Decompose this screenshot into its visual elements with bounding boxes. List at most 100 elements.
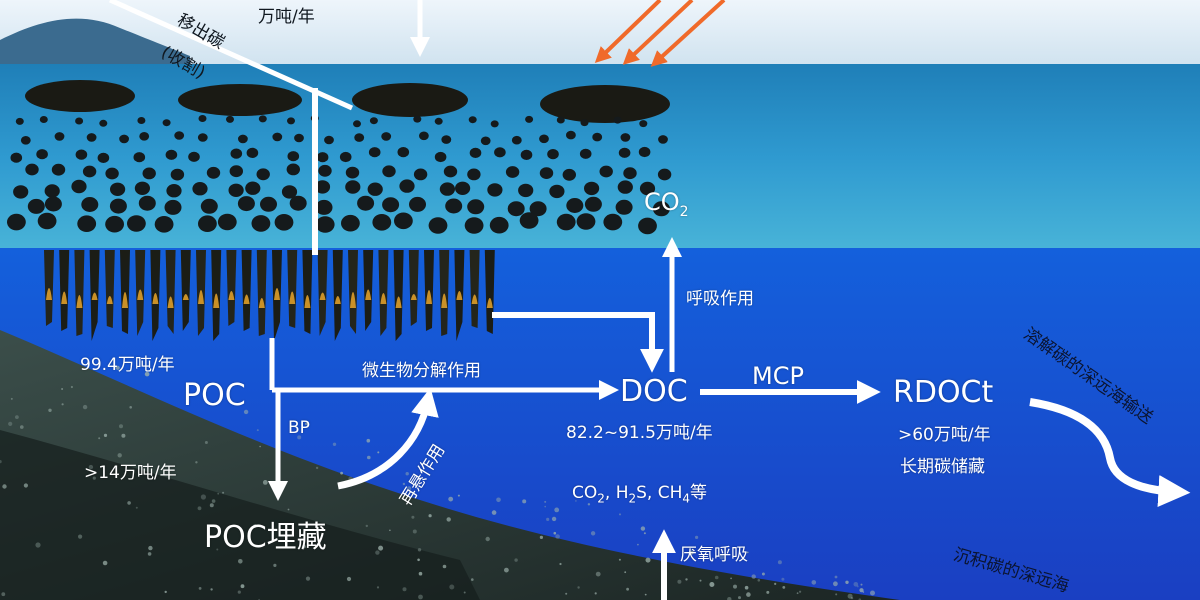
kelp-highlight: [152, 293, 159, 304]
buoy: [441, 135, 452, 144]
burial-rate-label: >14万吨/年: [84, 463, 177, 483]
sediment-speck: [129, 406, 132, 409]
buoy: [613, 116, 622, 124]
sediment-speck: [442, 564, 447, 569]
buoy: [576, 213, 596, 230]
buoy: [381, 132, 392, 141]
sediment-speck: [862, 591, 865, 593]
buoy: [467, 168, 481, 181]
sediment-speck: [340, 471, 343, 475]
buoy-field: [7, 114, 672, 235]
sediment-speck: [297, 435, 302, 440]
sediment-speck: [811, 580, 817, 585]
kelp-strand: [408, 250, 419, 326]
sediment-speck: [689, 550, 694, 555]
kelp-highlight: [486, 298, 493, 308]
kelp-highlight: [198, 290, 204, 304]
buoy: [620, 133, 631, 142]
buoy: [529, 201, 547, 217]
sediment-speck: [645, 557, 651, 563]
buoy: [525, 115, 534, 123]
buoy: [281, 185, 298, 199]
sediment-speck: [860, 583, 863, 586]
sediment-speck: [222, 491, 225, 494]
anaerobic-label: 厌氧呼吸: [680, 545, 748, 565]
sediment-speck: [197, 506, 202, 511]
buoy: [37, 212, 57, 230]
kelp-highlight: [274, 288, 280, 300]
buoy: [105, 167, 119, 180]
buoy: [71, 179, 87, 194]
kelp-strand: [59, 250, 70, 331]
kelp-strand: [226, 250, 237, 326]
buoy: [367, 182, 383, 196]
buoy: [507, 201, 525, 217]
poc-label: POC: [183, 378, 246, 413]
sediment-speck: [850, 596, 854, 600]
buoy: [657, 168, 672, 181]
sediment-speck: [102, 560, 108, 566]
buoy: [345, 180, 361, 194]
sediment-speck: [757, 579, 761, 582]
sediment-speck: [799, 590, 802, 593]
co2-subscript: 2: [679, 203, 689, 220]
buoy: [198, 215, 217, 232]
sediment-speck: [774, 582, 777, 586]
sediment-speck: [746, 551, 749, 554]
kelp-strand: [393, 250, 404, 341]
sediment-speck: [643, 532, 646, 535]
buoy: [357, 195, 375, 211]
buoy: [368, 147, 381, 158]
buoy: [99, 119, 108, 127]
sediment-speck: [744, 585, 749, 590]
kelp-highlight: [395, 296, 402, 308]
buoy: [445, 198, 463, 214]
sediment-speck: [305, 576, 311, 581]
sediment-speck: [448, 496, 454, 502]
buoy: [44, 196, 62, 212]
buoy: [443, 165, 458, 178]
buoy: [228, 183, 244, 197]
kelp-highlight: [365, 289, 372, 300]
kelp-strand: [469, 250, 480, 328]
sediment-speck: [514, 558, 518, 562]
kelp-highlight: [76, 295, 83, 308]
seabed-dark-layer: [0, 430, 480, 600]
resuspension-arrow: [337, 387, 439, 490]
buoy: [494, 147, 506, 158]
sediment-speck: [302, 544, 306, 549]
gases-co2-text: CO: [572, 483, 598, 503]
buoy: [256, 168, 270, 181]
sediment-speck: [411, 515, 415, 519]
respiration-label: 呼吸作用: [686, 289, 754, 309]
sediment-speck: [781, 577, 785, 581]
buoy: [139, 132, 150, 141]
buoy: [428, 217, 448, 234]
sediment-speck: [1, 592, 6, 597]
kelp-highlight: [304, 295, 311, 308]
gases-h2s-subscript: 2: [628, 491, 637, 506]
sediment-speck: [210, 588, 213, 591]
sediment-speck: [577, 586, 580, 589]
buoy: [658, 135, 668, 144]
sediment-speck: [544, 500, 547, 503]
kelp-strand: [302, 250, 313, 334]
buoy: [354, 133, 365, 142]
buoy: [372, 214, 392, 231]
sediment-speck: [856, 585, 859, 588]
sediment-speck: [287, 508, 290, 511]
sediment-speck: [539, 535, 544, 540]
kelp-doc-arrow: [492, 312, 664, 373]
buoy: [549, 184, 565, 199]
sediment-speck: [23, 483, 28, 488]
sediment-speck: [835, 593, 838, 596]
sediment-speck: [595, 571, 601, 577]
buoy: [353, 120, 361, 128]
buoy: [82, 165, 97, 178]
rdoct-rate-label: >60万吨/年: [898, 425, 991, 445]
kelp-strand: [332, 250, 343, 341]
sediment-speck: [115, 365, 120, 370]
sediment-speck: [10, 397, 13, 400]
buoy: [154, 216, 174, 233]
